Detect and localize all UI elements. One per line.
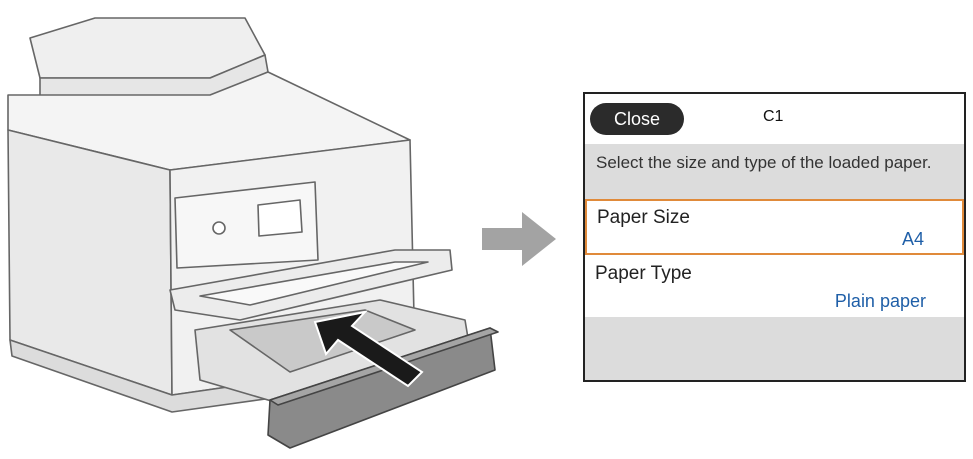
paper-type-label: Paper Type xyxy=(595,263,692,284)
paper-type-row[interactable]: Paper Type Plain paper xyxy=(585,255,964,317)
paper-size-row[interactable]: Paper Size A4 xyxy=(585,199,964,255)
screen-code: C1 xyxy=(763,108,784,125)
printer-illustration xyxy=(7,17,499,449)
paper-size-value: A4 xyxy=(901,229,924,249)
paper-type-value: Plain paper xyxy=(834,291,926,311)
paper-size-label: Paper Size xyxy=(597,207,690,228)
close-button[interactable]: Close xyxy=(590,103,684,135)
right-arrow-icon xyxy=(482,212,556,266)
instruction-message: Select the size and type of the loaded p… xyxy=(596,153,932,172)
printer-screen: Close C1 Select the size and type of the… xyxy=(583,92,966,382)
screen-header: Close C1 xyxy=(585,94,964,144)
